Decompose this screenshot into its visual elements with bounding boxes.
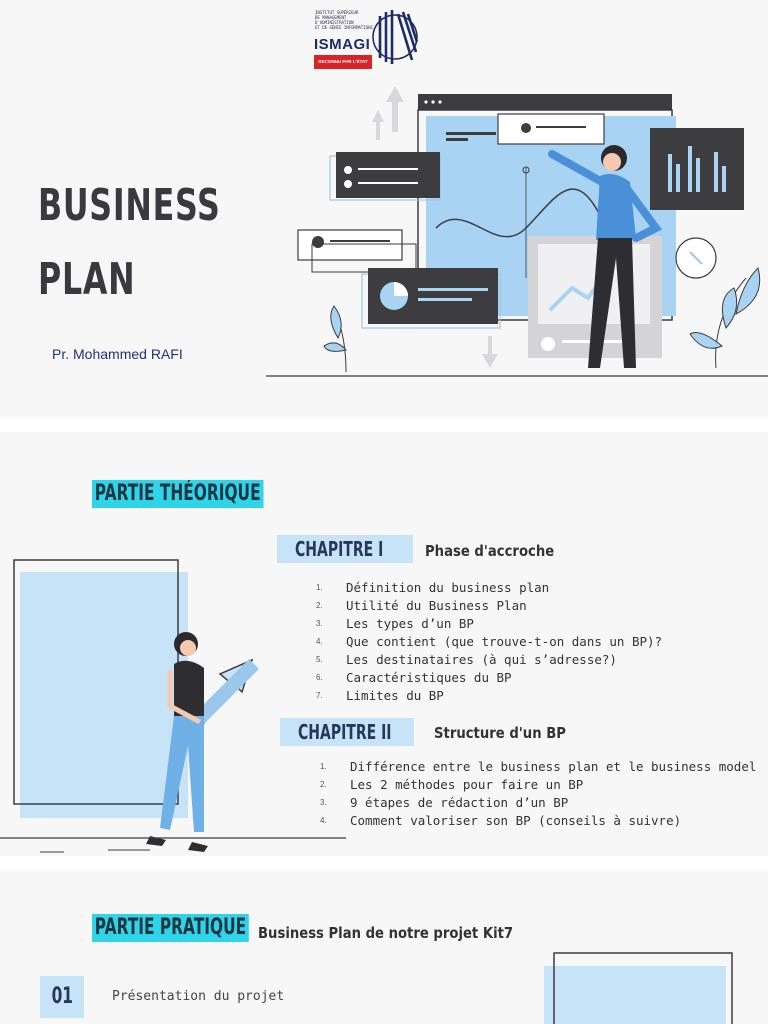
logo-tagline: RECONNU PAR L'ÉTAT [314,55,372,69]
item-number: 01 [51,984,73,1009]
section-title-theory: PARTIE THÉORIQUE [92,480,264,508]
list-item: 4.Comment valoriser son BP (conseils à s… [320,813,682,828]
chapter2-label-box [280,718,414,746]
down-arrows-icon [482,336,498,368]
plant-left-icon [323,305,347,373]
card-illustration [544,952,733,1024]
list-item: 2.Utilité du Business Plan [316,598,527,613]
practice-subtitle: Business Plan de notre projet Kit7 [258,924,514,942]
woman-arrow-illustration [0,559,346,853]
practice-slide: PARTIE PRATIQUE Business Plan de notre p… [0,870,768,1024]
theory-slide: PARTIE THÉORIQUE CHAPITRE I Phase d'accr… [0,432,768,856]
title-line-plan: PLAN [38,254,136,305]
list-item: 3.9 étapes de rédaction d’un BP [320,795,569,810]
chapter2-list: 1.Différence entre le business plan et l… [320,758,756,830]
list-item: 1.Définition du business plan [316,580,550,595]
list-item: 6.Caractéristiques du BP [316,670,512,685]
chapter2-title: Structure d'un BP [434,724,566,742]
logo-text-block: INSTITUT SUPÉRIEUR DE MANAGEMENT D'ADMIN… [314,4,373,70]
section-title-practice: PARTIE PRATIQUE [92,914,249,942]
item-number-box: 01 [40,976,84,1018]
list-item: 5.Les destinataires (à qui s’adresse?) [316,652,617,667]
chapter1-label: CHAPITRE I [295,537,384,561]
list-item: 2.Les 2 méthodes pour faire un BP [320,777,584,792]
author-name: Pr. Mohammed RAFI [52,346,183,362]
chapter2-label: CHAPITRE II [298,720,392,744]
logo-emblem-icon [372,10,418,64]
ismagi-logo: INSTITUT SUPÉRIEUR DE MANAGEMENT D'ADMIN… [314,4,418,70]
list-item: 1.Différence entre le business plan et l… [320,759,757,774]
plant-right-icon [689,267,761,369]
item-presentation: Présentation du projet [112,989,285,1004]
window-titlebar [418,94,672,110]
logo-institute-name: INSTITUT SUPÉRIEUR DE MANAGEMENT D'ADMIN… [315,10,373,30]
chapter1-title: Phase d'accroche [425,542,555,560]
title-line-business: BUSINESS [38,180,221,231]
chapter1-list: 1.Définition du business plan 2.Utilité … [316,579,662,705]
list-item: 4.Que contient (que trouve-t-on dans un … [316,634,663,649]
title-slide: INSTITUT SUPÉRIEUR DE MANAGEMENT D'ADMIN… [0,0,768,418]
list-item: 3.Les types d’un BP [316,616,474,631]
list-item: 7.Limites du BP [316,688,444,703]
chapter1-label-box [277,535,413,563]
woman-figure [548,145,663,368]
up-arrows-icon [372,86,404,140]
dashboard-illustration [266,86,768,377]
logo-brand-name: ISMAGI [314,36,371,53]
